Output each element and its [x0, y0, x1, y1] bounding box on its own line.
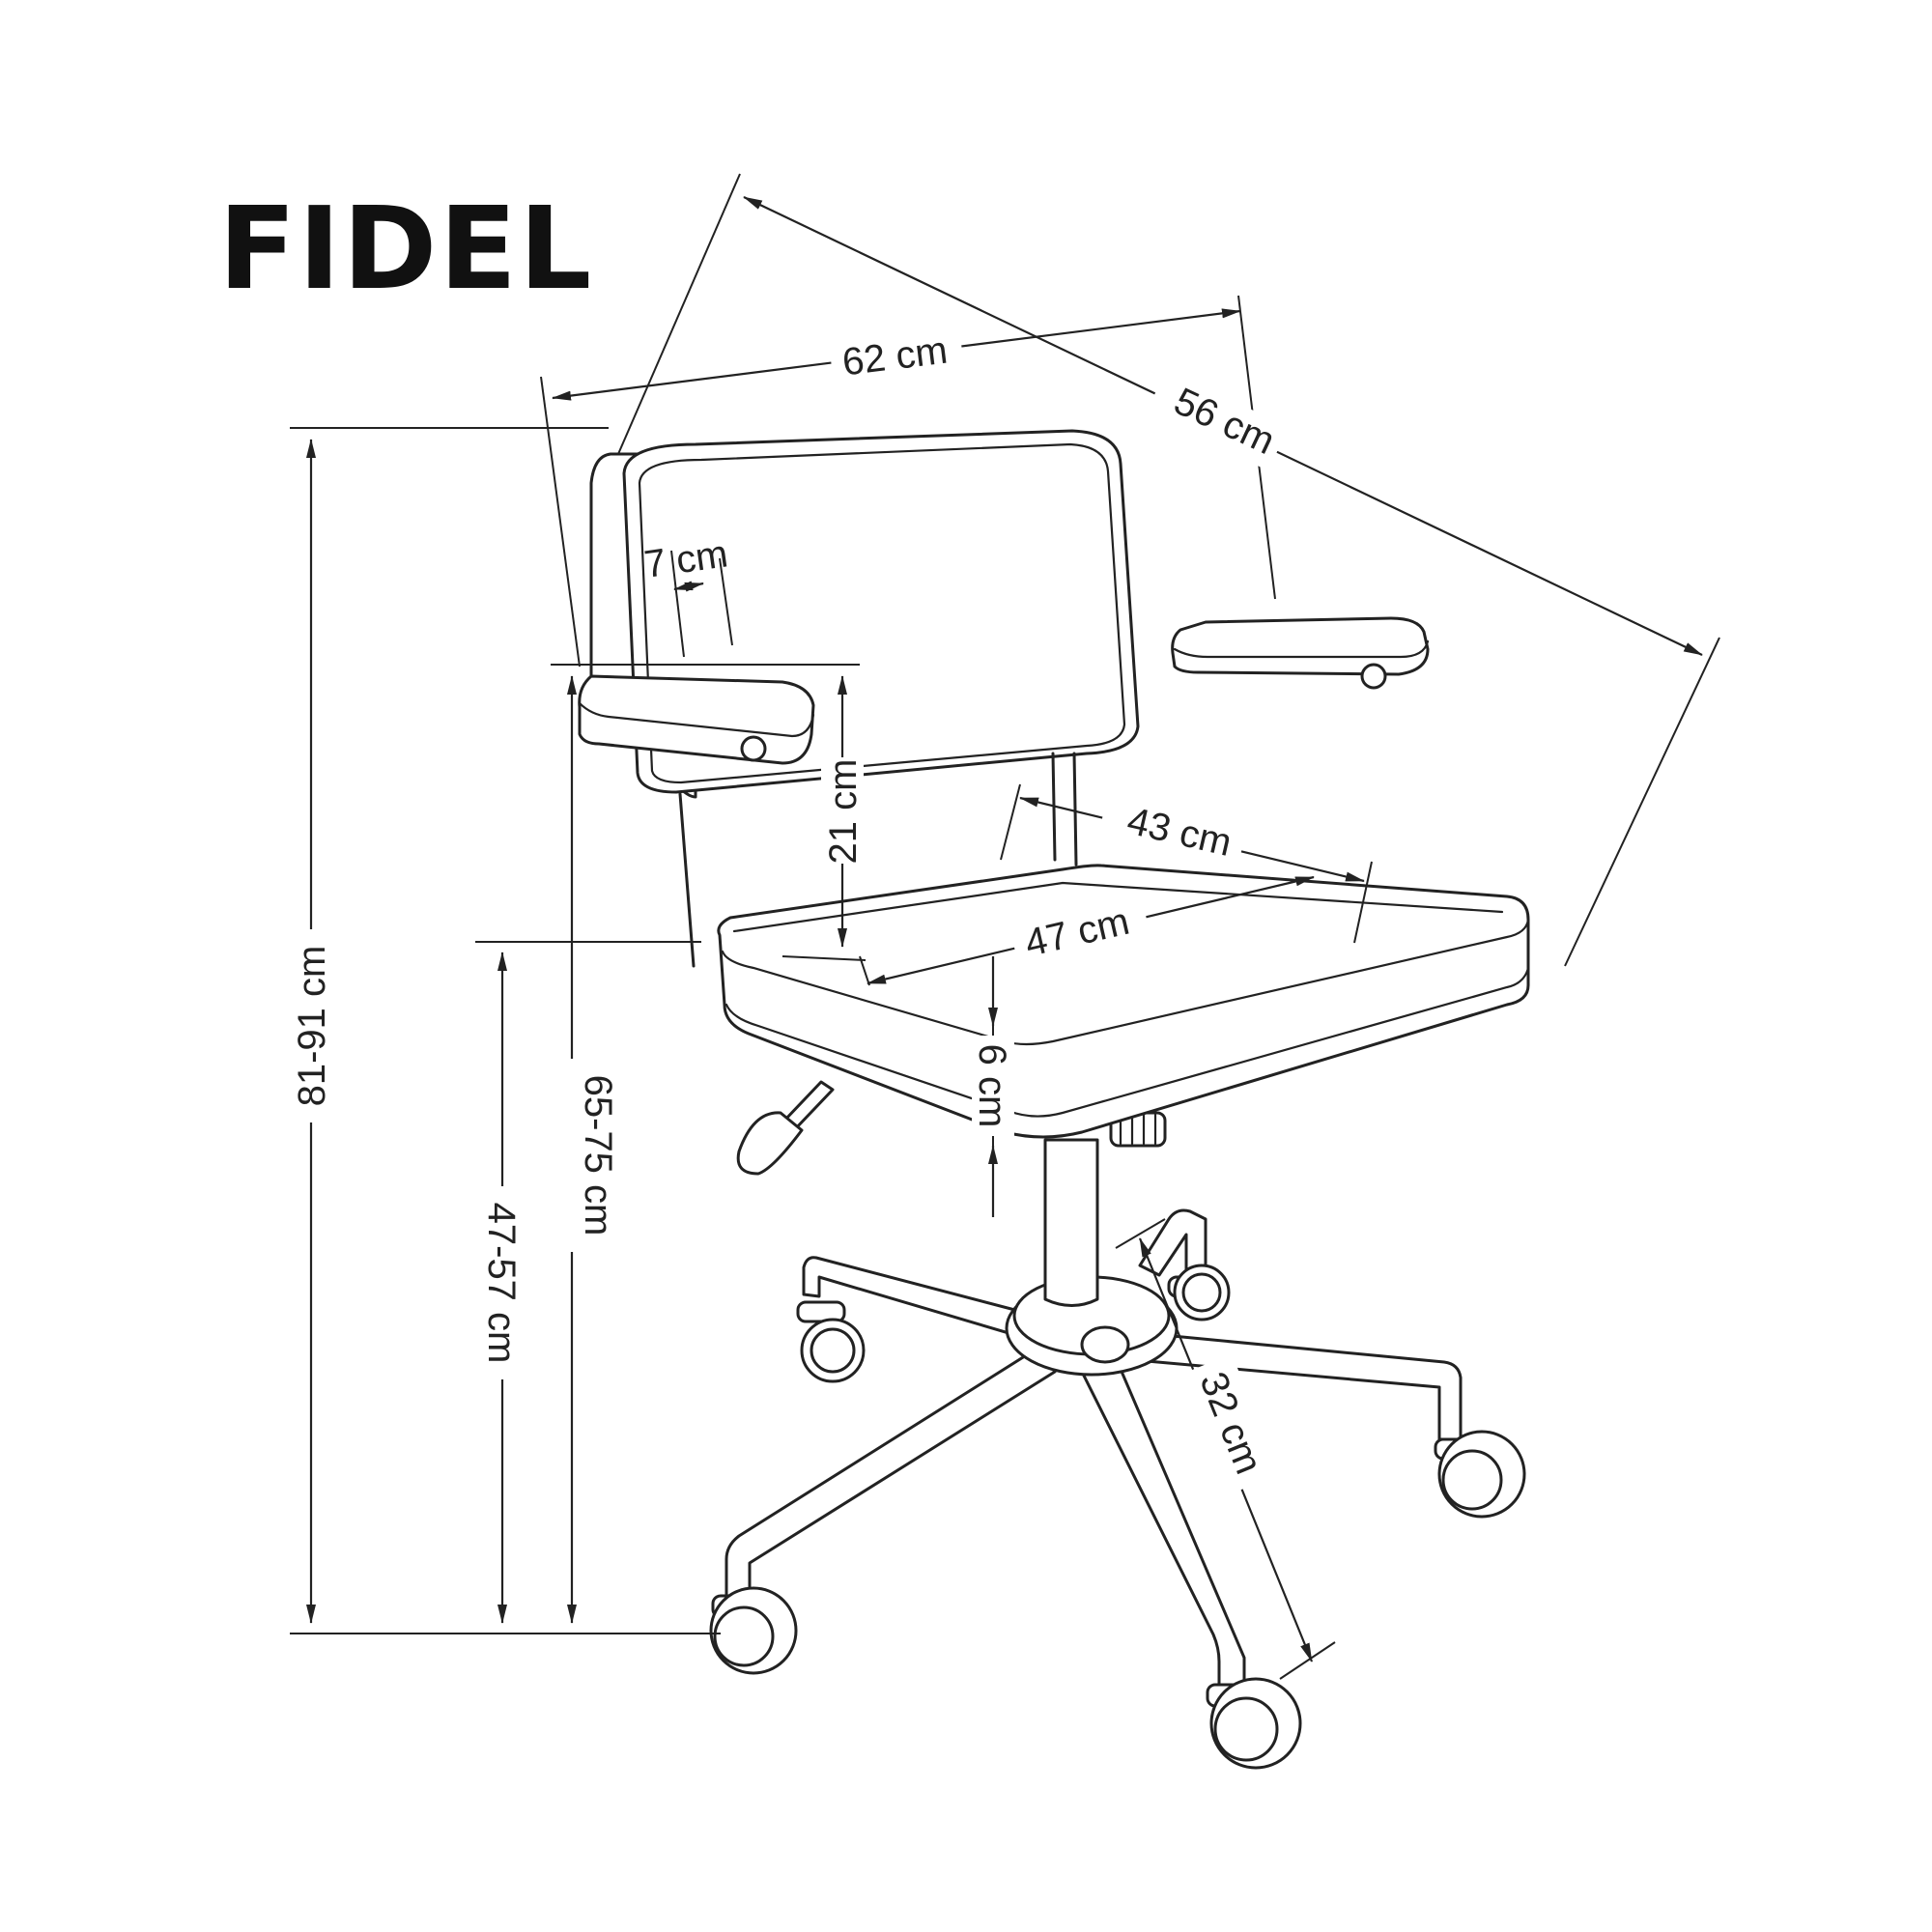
height-lever [736, 1080, 835, 1176]
chair-drawing [578, 429, 1530, 1770]
product-title: FIDEL [218, 182, 594, 315]
dim-armrest-above-seat-label: 21 cm [822, 759, 865, 865]
dim-seat-height-label: 47-57 cm [480, 1203, 523, 1364]
dim-total-height-label: 81-91 cm [291, 946, 333, 1107]
dim-depth-label: 56 cm [1168, 380, 1281, 463]
right-armrest [1171, 616, 1430, 690]
dim-seat-thickness-label: 6 cm [971, 1044, 1013, 1128]
dim-armrest-height-label: 65-75 cm [577, 1075, 619, 1236]
left-armrest [578, 674, 815, 765]
gas-lift-column [1043, 1111, 1167, 1307]
